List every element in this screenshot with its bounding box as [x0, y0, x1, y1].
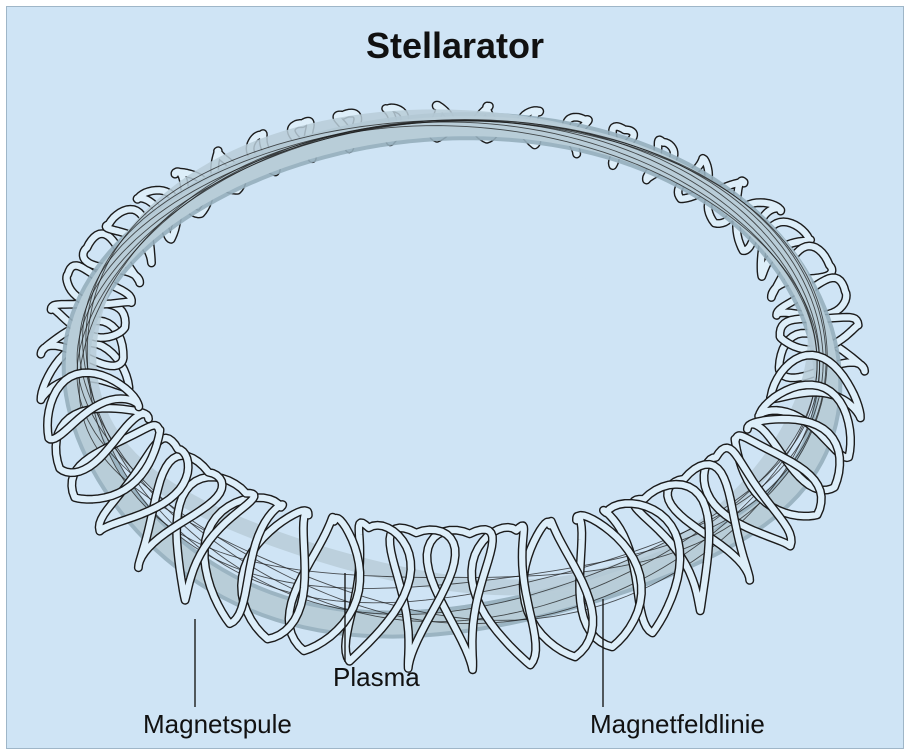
stellarator-illustration: [7, 7, 904, 749]
field-line-label: Magnetfeldlinie: [590, 709, 765, 740]
plasma-label: Plasma: [333, 662, 420, 693]
diagram-frame: Stellarator Plasma Magnetspule Magnetfel…: [6, 6, 904, 749]
torus-opening: [207, 259, 697, 499]
coil-label: Magnetspule: [143, 709, 292, 740]
